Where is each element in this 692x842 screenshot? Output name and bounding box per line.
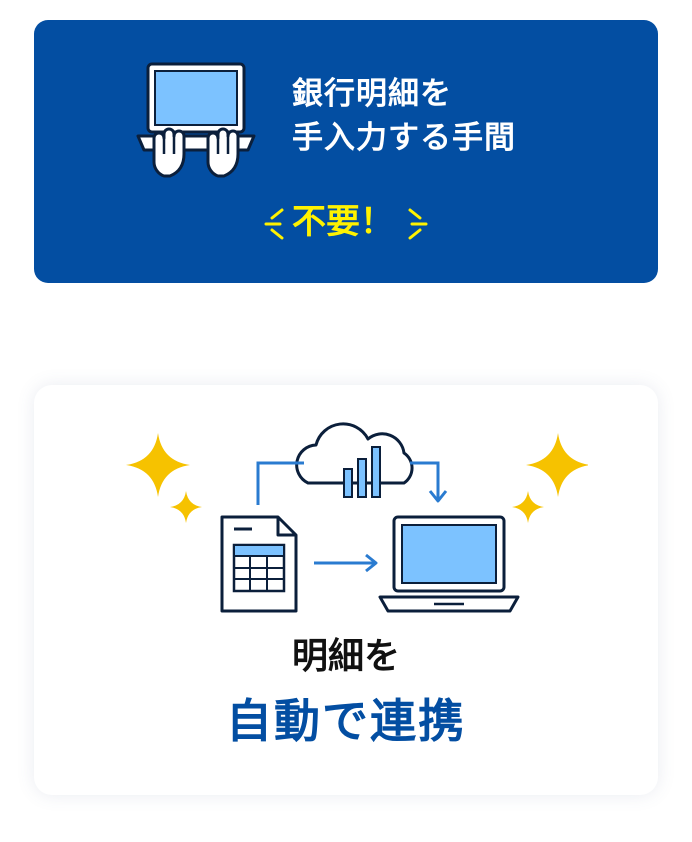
auto-sync-card: 明細を 自動で連携 — [34, 385, 658, 795]
sparkle-icon — [512, 433, 588, 523]
unneeded-badge: 不要！ — [258, 198, 438, 248]
laptop-icon — [378, 515, 520, 613]
cloud-chart-icon — [295, 422, 414, 498]
manual-entry-text: 銀行明細を 手入力する手間 — [292, 72, 516, 160]
auto-sync-line1: 明細を — [291, 636, 400, 677]
auto-sync-illustration — [126, 422, 588, 613]
manual-entry-line2: 手入力する手間 — [292, 120, 516, 156]
burst-left-icon — [264, 208, 284, 240]
unneeded-label: 不要！ — [292, 202, 394, 242]
burst-right-icon — [408, 208, 428, 240]
manual-entry-line1: 銀行明細を — [292, 76, 452, 112]
manual-entry-card: 銀行明細を 手入力する手間 不要！ — [34, 20, 658, 283]
spreadsheet-icon — [220, 515, 298, 613]
auto-sync-line2: 自動で連携 — [226, 694, 466, 748]
sparkle-icon — [126, 433, 202, 523]
laptop-typing-icon — [136, 62, 256, 178]
